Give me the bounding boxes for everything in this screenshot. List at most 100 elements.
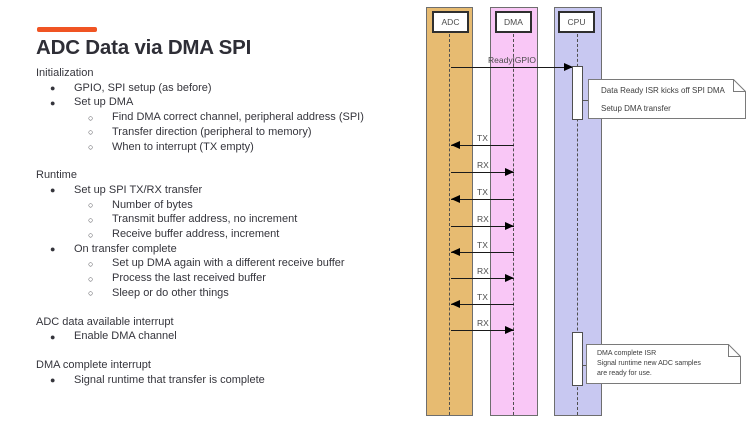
bullet-hollow-icon: ○	[88, 214, 94, 225]
note-connector	[583, 365, 586, 366]
list-item: ● Set up SPI TX/RX transfer	[36, 183, 436, 198]
bullet-hollow-icon: ○	[88, 112, 94, 123]
arrowhead-icon	[451, 300, 460, 308]
section-heading: Runtime	[36, 169, 77, 182]
list-item-text: On transfer complete	[74, 242, 177, 255]
list-item-text: Process the last received buffer	[112, 272, 266, 285]
list-item-text: Transfer direction (peripheral to memory…	[112, 125, 312, 138]
lane-header-dma: DMA	[495, 11, 532, 33]
list-item-text: Transmit buffer address, no increment	[112, 213, 298, 226]
note-text: Setup DMA transfer	[601, 104, 671, 113]
section-initialization: Initialization ● GPIO, SPI setup (as befo…	[36, 66, 436, 154]
message-label: TX	[477, 187, 488, 197]
list-item-text: Set up SPI TX/RX transfer	[74, 183, 203, 196]
bullet-filled-icon: ●	[50, 185, 56, 196]
note-connector	[583, 100, 588, 101]
message-tx-1: TX	[451, 133, 514, 149]
note-text: Data Ready ISR kicks off SPI DMA	[601, 86, 725, 95]
message-label: RX	[477, 318, 489, 328]
bullet-hollow-icon: ○	[88, 200, 94, 211]
bullet-filled-icon: ●	[50, 331, 56, 342]
list-item: ○ Transfer direction (peripheral to memor…	[36, 125, 436, 140]
list-item-text: GPIO, SPI setup (as before)	[74, 81, 212, 94]
note-text: are ready for use.	[597, 370, 652, 377]
lane-header-adc: ADC	[432, 11, 469, 33]
message-rx-2: RX	[451, 214, 514, 230]
arrowhead-icon	[505, 222, 514, 230]
page-title: ADC Data via DMA SPI	[36, 36, 252, 59]
list-item-text: Set up DMA again with a different receiv…	[112, 257, 345, 270]
message-label: RX	[477, 160, 489, 170]
arrowhead-icon	[505, 274, 514, 282]
list-item: ○ Transmit buffer address, no increment	[36, 212, 436, 227]
message-label: TX	[477, 133, 488, 143]
section-heading: Initialization	[36, 67, 94, 79]
arrowhead-icon	[505, 326, 514, 334]
list-item: ● GPIO, SPI setup (as before)	[36, 81, 436, 96]
accent-bar	[37, 27, 97, 32]
section-adc-interrupt: ADC data available interrupt ● Enable DMA…	[36, 315, 436, 344]
list-item-text: Find DMA correct channel, peripheral add…	[112, 111, 364, 124]
message-ready-gpio: Ready|GPIO	[451, 55, 573, 71]
message-label: TX	[477, 292, 488, 302]
section-runtime: Runtime ● Set up SPI TX/RX transfer ○ Numb…	[36, 168, 436, 300]
list-item: ○ Number of bytes	[36, 198, 436, 213]
lifeline-cpu	[577, 34, 578, 415]
list-item-text: When to interrupt (TX empty)	[112, 140, 254, 153]
lane-header-cpu: CPU	[558, 11, 595, 33]
message-tx-4: TX	[451, 292, 514, 308]
list-item-text: Signal runtime that transfer is complete	[74, 373, 265, 386]
outline: Initialization ● GPIO, SPI setup (as befo…	[36, 66, 436, 387]
bullet-hollow-icon: ○	[88, 288, 94, 299]
bullet-hollow-icon: ○	[88, 258, 94, 269]
bullet-filled-icon: ●	[50, 244, 56, 255]
note-text: Signal runtime new ADC samples	[597, 360, 701, 367]
list-item: ○ Process the last received buffer	[36, 271, 436, 286]
activation-cpu-bottom	[572, 332, 583, 386]
message-label: RX	[477, 214, 489, 224]
arrowhead-icon	[505, 168, 514, 176]
section-heading: DMA complete interrupt	[36, 358, 151, 371]
list-item-text: Set up DMA	[74, 96, 134, 109]
message-tx-2: TX	[451, 187, 514, 203]
message-tx-3: TX	[451, 240, 514, 256]
note-text: DMA complete ISR	[597, 350, 657, 357]
list-item: ○Receive buffer address, increment	[36, 227, 436, 242]
note-dma-complete: DMA complete ISR Signal runtime new ADC …	[586, 344, 741, 384]
message-rx-4: RX	[451, 318, 514, 334]
bullet-filled-icon: ●	[50, 83, 56, 94]
list-item: ● Enable DMA channel	[36, 329, 436, 344]
lane-dma	[490, 7, 538, 416]
arrowhead-icon	[451, 141, 460, 149]
list-item: ● On transfer complete	[36, 242, 436, 257]
arrowhead-icon	[451, 248, 460, 256]
bullet-hollow-icon: ○	[88, 127, 94, 138]
list-item: ○ Set up DMA again with a different recei…	[36, 256, 436, 271]
list-item: ● Set up DMA	[36, 95, 436, 110]
bullet-hollow-icon: ○	[88, 142, 94, 153]
message-label: TX	[477, 240, 488, 250]
list-item: ○ Sleep or do other things	[36, 286, 436, 301]
message-rx-3: RX	[451, 266, 514, 282]
arrowhead-icon	[564, 63, 573, 71]
message-label: Ready|GPIO	[488, 55, 537, 65]
message-label: RX	[477, 266, 489, 276]
note-shape-icon	[588, 79, 746, 119]
list-item-text: Enable DMA channel	[74, 330, 177, 343]
note-shape-icon	[586, 344, 741, 384]
activation-cpu-top	[572, 66, 583, 120]
section-heading: ADC data available interrupt	[36, 315, 174, 328]
message-rx-1: RX	[451, 160, 514, 176]
section-dma-interrupt: DMA complete interrupt ● Signal runtime t…	[36, 358, 436, 387]
list-item: ● Signal runtime that transfer is complet…	[36, 373, 436, 388]
bullet-filled-icon: ●	[50, 97, 56, 108]
lifeline-adc	[449, 34, 450, 415]
bullet-filled-icon: ●	[50, 375, 56, 386]
list-item-text: Number of bytes	[112, 198, 193, 211]
arrowhead-icon	[451, 195, 460, 203]
list-item: ○ Find DMA correct channel, peripheral ad…	[36, 110, 436, 125]
note-data-ready: Data Ready ISR kicks off SPI DMA Setup D…	[588, 79, 746, 119]
list-item-text: Sleep or do other things	[112, 286, 229, 299]
list-item: ○ When to interrupt (TX empty)	[36, 140, 436, 155]
bullet-hollow-icon: ○	[88, 273, 94, 284]
